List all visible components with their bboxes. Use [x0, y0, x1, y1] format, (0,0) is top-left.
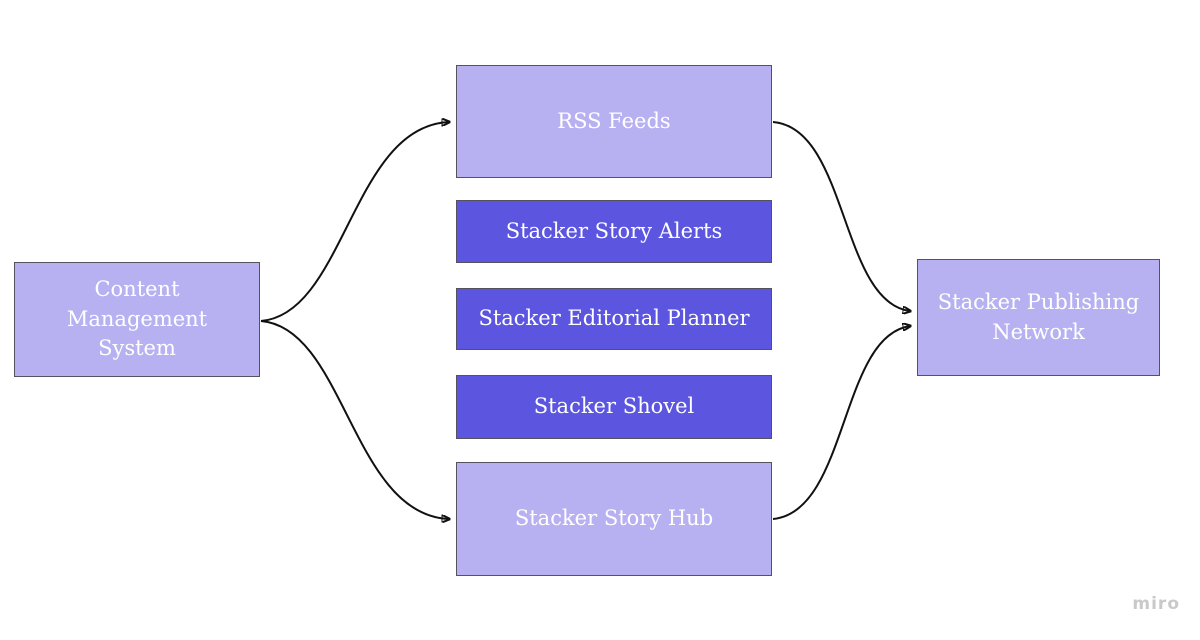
- node-label: Stacker Publishing Network: [937, 289, 1140, 344]
- node-label: RSS Feeds: [557, 108, 671, 133]
- node-rss-feeds: RSS Feeds: [456, 65, 772, 178]
- node-stacker-story-alerts: Stacker Story Alerts: [456, 200, 772, 263]
- node-stacker-publishing-network: Stacker Publishing Network: [917, 259, 1160, 376]
- node-label: Stacker Story Hub: [514, 506, 714, 531]
- edge-hub-to-spn: [772, 326, 910, 520]
- node-label: Stacker Shovel: [533, 394, 695, 419]
- edge-cms-to-hub: [260, 320, 449, 519]
- node-stacker-shovel: Stacker Shovel: [456, 375, 772, 439]
- node-stacker-editorial-planner: Stacker Editorial Planner: [456, 288, 772, 350]
- node-label: Stacker Editorial Planner: [478, 306, 750, 331]
- miro-watermark: miro: [1132, 594, 1180, 614]
- edge-rss-to-spn: [772, 121, 910, 311]
- edge-cms-to-rss: [260, 122, 449, 322]
- node-label: Content Management System: [66, 276, 208, 361]
- node-content-management-system: Content Management System: [14, 262, 260, 377]
- node-stacker-story-hub: Stacker Story Hub: [456, 462, 772, 576]
- node-label: Stacker Story Alerts: [505, 218, 723, 243]
